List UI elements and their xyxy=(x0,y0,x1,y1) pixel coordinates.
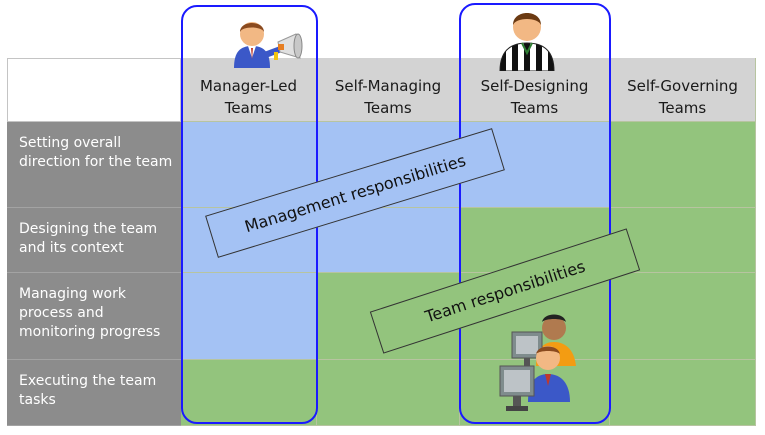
referee-icon xyxy=(499,13,555,71)
row-label-direction: Setting overall direction for the team xyxy=(7,122,181,208)
cell-executing-self-managing xyxy=(317,360,460,426)
cell-executing-manager-led xyxy=(181,360,317,426)
cell-managing-self-governing xyxy=(610,273,756,360)
row-label-managing: Managing work process and monitoring pro… xyxy=(7,273,181,360)
self-designing-column-frame xyxy=(459,3,611,424)
manager-megaphone-icon xyxy=(234,22,303,68)
header-corner xyxy=(7,58,181,122)
team-computer-workers-icon xyxy=(499,314,576,411)
row-label-executing: Executing the team tasks xyxy=(7,360,181,426)
row-label-design: Designing the team and its context xyxy=(7,208,181,273)
cell-managing-manager-led xyxy=(181,273,317,360)
cell-executing-self-governing xyxy=(610,360,756,426)
cell-direction-self-governing xyxy=(610,122,756,208)
